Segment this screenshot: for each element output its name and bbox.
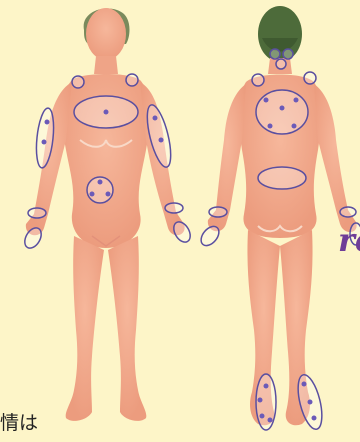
- partial-caption-text: 情は: [0, 412, 38, 434]
- front-leg-left: [66, 236, 104, 421]
- marker-back-shoulder-left: [252, 74, 264, 86]
- marker-back-upper: [256, 90, 308, 134]
- partial-heading-text: re: [338, 224, 360, 256]
- marker-back-wrist-left: [209, 207, 227, 217]
- marker-back-shoulder-right: [304, 72, 316, 84]
- front-figure: [21, 8, 193, 421]
- front-leg-right: [108, 236, 146, 421]
- marker-back-neck-right: [283, 49, 293, 59]
- marker-back-neck-left: [270, 49, 280, 59]
- marker-front-shoulder-right: [126, 74, 138, 86]
- marker-back-neck-base: [276, 59, 286, 69]
- marker-front-shoulder-left: [72, 76, 84, 88]
- marker-back-wrist-right: [340, 207, 356, 217]
- back-figure: [198, 6, 360, 432]
- marker-front-wrist-right: [165, 203, 183, 213]
- back-markers: [198, 49, 360, 432]
- front-head: [86, 8, 126, 60]
- marker-front-wrist-left: [28, 208, 46, 218]
- marker-back-lower: [258, 167, 306, 189]
